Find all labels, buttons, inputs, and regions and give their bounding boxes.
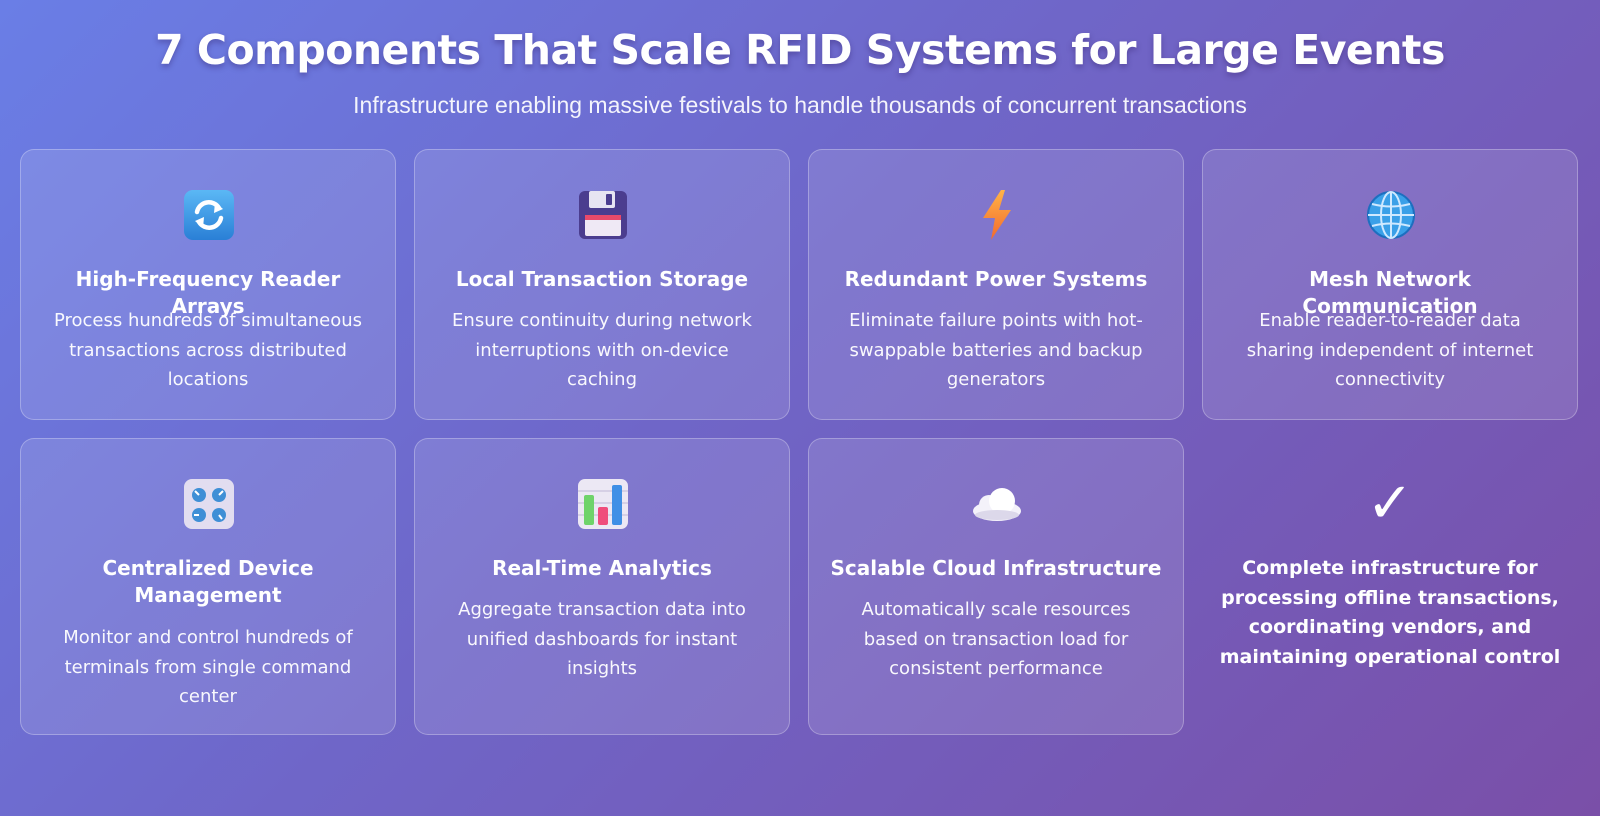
card-description: Eliminate failure points with hot-swappa… xyxy=(849,310,1143,390)
card-title: Scalable Cloud Infrastructure xyxy=(830,556,1162,580)
summary-text: Complete infrastructure for processing o… xyxy=(1219,557,1561,668)
card-title: Redundant Power Systems xyxy=(844,267,1148,291)
bar-chart-icon xyxy=(576,477,630,531)
component-card-cloud: Scalable Cloud Infrastructure Automatica… xyxy=(808,438,1184,735)
component-card-reader-arrays: High-Frequency Reader Arrays Process hun… xyxy=(20,149,396,420)
repeat-arrows-icon xyxy=(182,188,236,242)
component-card-mesh-network: Mesh Network Communication Enable reader… xyxy=(1202,149,1578,420)
card-title: Centralized Device Management xyxy=(102,556,314,607)
lightning-bolt-icon xyxy=(970,188,1024,242)
card-title: High-Frequency Reader Arrays xyxy=(75,267,341,318)
component-card-analytics: Real-Time Analytics Aggregate transactio… xyxy=(414,438,790,735)
card-description: Process hundreds of simultaneous transac… xyxy=(53,310,363,390)
card-description: Ensure continuity during network interru… xyxy=(452,310,752,390)
globe-icon xyxy=(1364,188,1418,242)
card-description: Automatically scale resources based on t… xyxy=(861,599,1131,679)
summary-panel: ✓ Complete infrastructure for processing… xyxy=(1202,438,1578,735)
component-card-local-storage: Local Transaction Storage Ensure continu… xyxy=(414,149,790,420)
card-title: Mesh Network Communication xyxy=(1302,267,1478,318)
card-description: Enable reader-to-reader data sharing ind… xyxy=(1246,310,1534,390)
page-title: 7 Components That Scale RFID Systems for… xyxy=(155,26,1445,74)
component-card-device-management: Centralized Device Management Monitor an… xyxy=(20,438,396,735)
component-card-power-systems: Redundant Power Systems Eliminate failur… xyxy=(808,149,1184,420)
control-knobs-icon xyxy=(182,477,236,531)
floppy-disk-icon xyxy=(576,188,630,242)
page-subtitle: Infrastructure enabling massive festival… xyxy=(353,92,1247,118)
card-title: Real-Time Analytics xyxy=(492,556,712,580)
cloud-icon xyxy=(970,477,1024,531)
card-description: Aggregate transaction data into unified … xyxy=(458,599,746,679)
card-title: Local Transaction Storage xyxy=(455,267,749,291)
card-description: Monitor and control hundreds of terminal… xyxy=(63,627,353,707)
checkmark-icon: ✓ xyxy=(1366,471,1414,536)
